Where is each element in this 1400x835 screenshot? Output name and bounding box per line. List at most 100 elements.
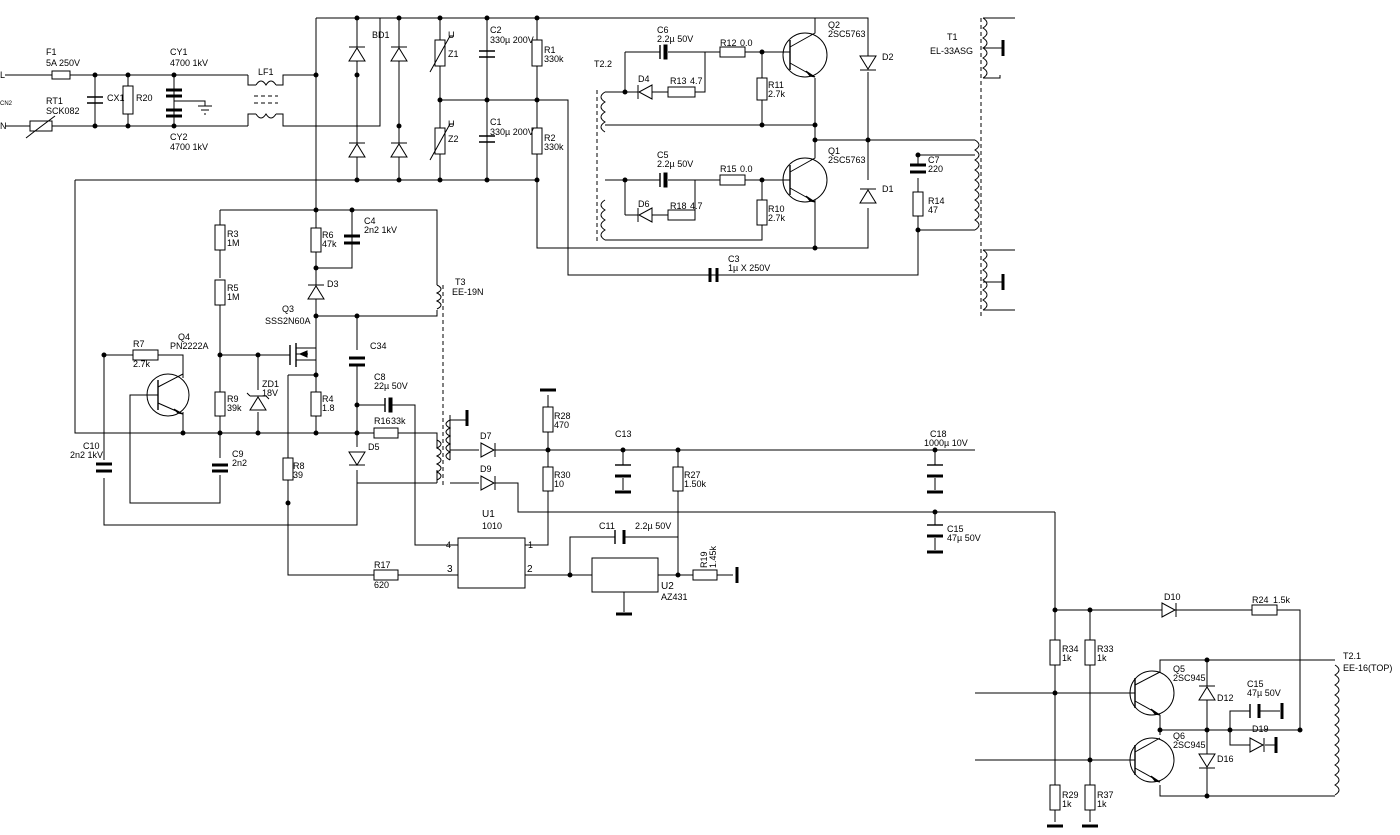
c10-ref-label: C10 bbox=[83, 441, 100, 451]
r8-value-label: 39 bbox=[293, 470, 303, 480]
c6-value-label: 2.2µ 50V bbox=[657, 34, 693, 44]
u1-value-label: 1010 bbox=[482, 521, 502, 531]
q1-ref-label: Q1 bbox=[828, 146, 840, 156]
r20-ref-label: R20 bbox=[136, 93, 153, 103]
cx1-ref-label: CX1 bbox=[107, 93, 125, 103]
c8-ref-label: C8 bbox=[374, 372, 386, 382]
c2-value-label: 330µ 200V bbox=[490, 35, 534, 45]
c7-ref-label: C7 bbox=[928, 155, 940, 165]
r34-value-label: 1k bbox=[1062, 653, 1072, 663]
r10-value-label: 2.7k bbox=[768, 213, 786, 223]
c5-ref-label: C5 bbox=[657, 150, 669, 160]
capacitors bbox=[87, 44, 1280, 718]
r34-ref-label: R34 bbox=[1062, 644, 1079, 654]
r9-ref-label: R9 bbox=[227, 394, 239, 404]
r3-ref-label: R3 bbox=[227, 229, 239, 239]
r6-value-label: 47k bbox=[322, 239, 337, 249]
rt1-ref-label: RT1 bbox=[46, 96, 63, 106]
cy1-ref-label: CY1 bbox=[170, 47, 188, 57]
c6-ref-label: C6 bbox=[657, 25, 669, 35]
c18-ref-label: C18 bbox=[930, 429, 947, 439]
input-n-label: N bbox=[0, 121, 7, 131]
c7-value-label: 220 bbox=[928, 164, 943, 174]
r19-ref-label: R19 bbox=[699, 551, 709, 568]
r6-ref-label: R6 bbox=[322, 230, 334, 240]
t1-value-label: EL-33ASG bbox=[930, 46, 973, 56]
t1-ref-label: T1 bbox=[947, 32, 958, 42]
r4-ref-label: R4 bbox=[322, 394, 334, 404]
r27-value-label: 1.50k bbox=[684, 479, 707, 489]
c15a-ref-label: C15 bbox=[947, 524, 964, 534]
q4-value-label: PN2222A bbox=[170, 341, 209, 351]
z2-ref-label: Z2 bbox=[448, 134, 459, 144]
c15a-value-label: 47µ 50V bbox=[947, 533, 981, 543]
c2-ref-label: C2 bbox=[490, 25, 502, 35]
d19-ref-label: D19 bbox=[1252, 724, 1269, 734]
cn2-label: CN2 bbox=[0, 101, 13, 107]
r10-ref-label: R10 bbox=[768, 204, 785, 214]
c8-value-label: 22µ 50V bbox=[374, 381, 408, 391]
r7-value-label: 2.7k bbox=[133, 359, 151, 369]
r1-value-label: 330k bbox=[544, 54, 564, 64]
r11-ref-label: R11 bbox=[768, 80, 784, 90]
lf1-ref-label: LF1 bbox=[258, 67, 274, 77]
d9-ref-label: D9 bbox=[480, 464, 492, 474]
diodes bbox=[246, 46, 1265, 769]
c4-value-label: 2n2 1kV bbox=[364, 225, 397, 235]
r37-value-label: 1k bbox=[1097, 799, 1107, 809]
u2-value-label: AZ431 bbox=[661, 592, 688, 602]
q6-ref-label: Q6 bbox=[1173, 731, 1185, 741]
r15-ref-label: R15 bbox=[720, 164, 737, 174]
z1-ref-label: Z1 bbox=[448, 49, 459, 59]
r13-ref-label: R13 bbox=[670, 76, 687, 86]
r5-value-label: 1M bbox=[227, 292, 240, 302]
input-l-label: L bbox=[0, 70, 5, 80]
resistors bbox=[25, 39, 1278, 811]
r14-ref-label: R14 bbox=[928, 196, 945, 206]
q5-ref-label: Q5 bbox=[1173, 664, 1185, 674]
zd1-value-label: 18V bbox=[262, 388, 278, 398]
d2-ref-label: D2 bbox=[882, 52, 894, 62]
r12-value-label: 0.0 bbox=[740, 38, 753, 48]
r7-ref-label: R7 bbox=[133, 339, 145, 349]
c5-value-label: 2.2µ 50V bbox=[657, 159, 693, 169]
c9-ref-label: C9 bbox=[232, 449, 244, 459]
r3-value-label: 1M bbox=[227, 238, 240, 248]
r9-value-label: 39k bbox=[227, 403, 242, 413]
u1-pin2-label: 2 bbox=[527, 564, 533, 575]
c13-ref-label: C13 bbox=[615, 429, 632, 439]
f1-value-label: 5A 250V bbox=[46, 58, 80, 68]
r14-value-label: 47 bbox=[928, 205, 938, 215]
transistors bbox=[146, 18, 1175, 783]
grounds bbox=[198, 105, 1284, 828]
t3-ref-label: T3 bbox=[455, 277, 466, 287]
u1-ref-label: U1 bbox=[482, 509, 495, 520]
d1-ref-label: D1 bbox=[882, 184, 894, 194]
q3-ref-label: Q3 bbox=[282, 304, 294, 314]
r4-value-label: 1.8 bbox=[322, 403, 335, 413]
bd1-ref-label: BD1 bbox=[372, 30, 390, 40]
r12-ref-label: R12 bbox=[720, 38, 737, 48]
r2-value-label: 330k bbox=[544, 142, 564, 152]
d12-ref-label: D12 bbox=[1217, 693, 1234, 703]
r30-value-label: 10 bbox=[554, 479, 564, 489]
varistors bbox=[429, 35, 454, 161]
r17-value-label: 620 bbox=[374, 580, 389, 590]
ics bbox=[457, 537, 659, 593]
r29-ref-label: R29 bbox=[1062, 790, 1079, 800]
u1-pin4-label: 4 bbox=[446, 540, 451, 550]
r17-ref-label: R17 bbox=[374, 560, 391, 570]
c34-ref-label: C34 bbox=[370, 341, 387, 351]
r11-value-label: 2.7k bbox=[768, 89, 786, 99]
r18-ref-label: R18 bbox=[670, 201, 687, 211]
c4-ref-label: C4 bbox=[364, 216, 376, 226]
u1-pin3-label: 3 bbox=[447, 564, 453, 575]
rt1-value-label: SCK082 bbox=[46, 106, 80, 116]
d3-ref-label: D3 bbox=[327, 279, 339, 289]
q5-value-label: 2SC945 bbox=[1173, 673, 1206, 683]
c3-value-label: 1µ X 250V bbox=[728, 263, 770, 273]
u1-pin1-label: 1 bbox=[528, 540, 533, 550]
t3-value-label: EE-19N bbox=[452, 287, 484, 297]
c1-ref-label: C1 bbox=[490, 117, 502, 127]
r28-value-label: 470 bbox=[554, 420, 569, 430]
